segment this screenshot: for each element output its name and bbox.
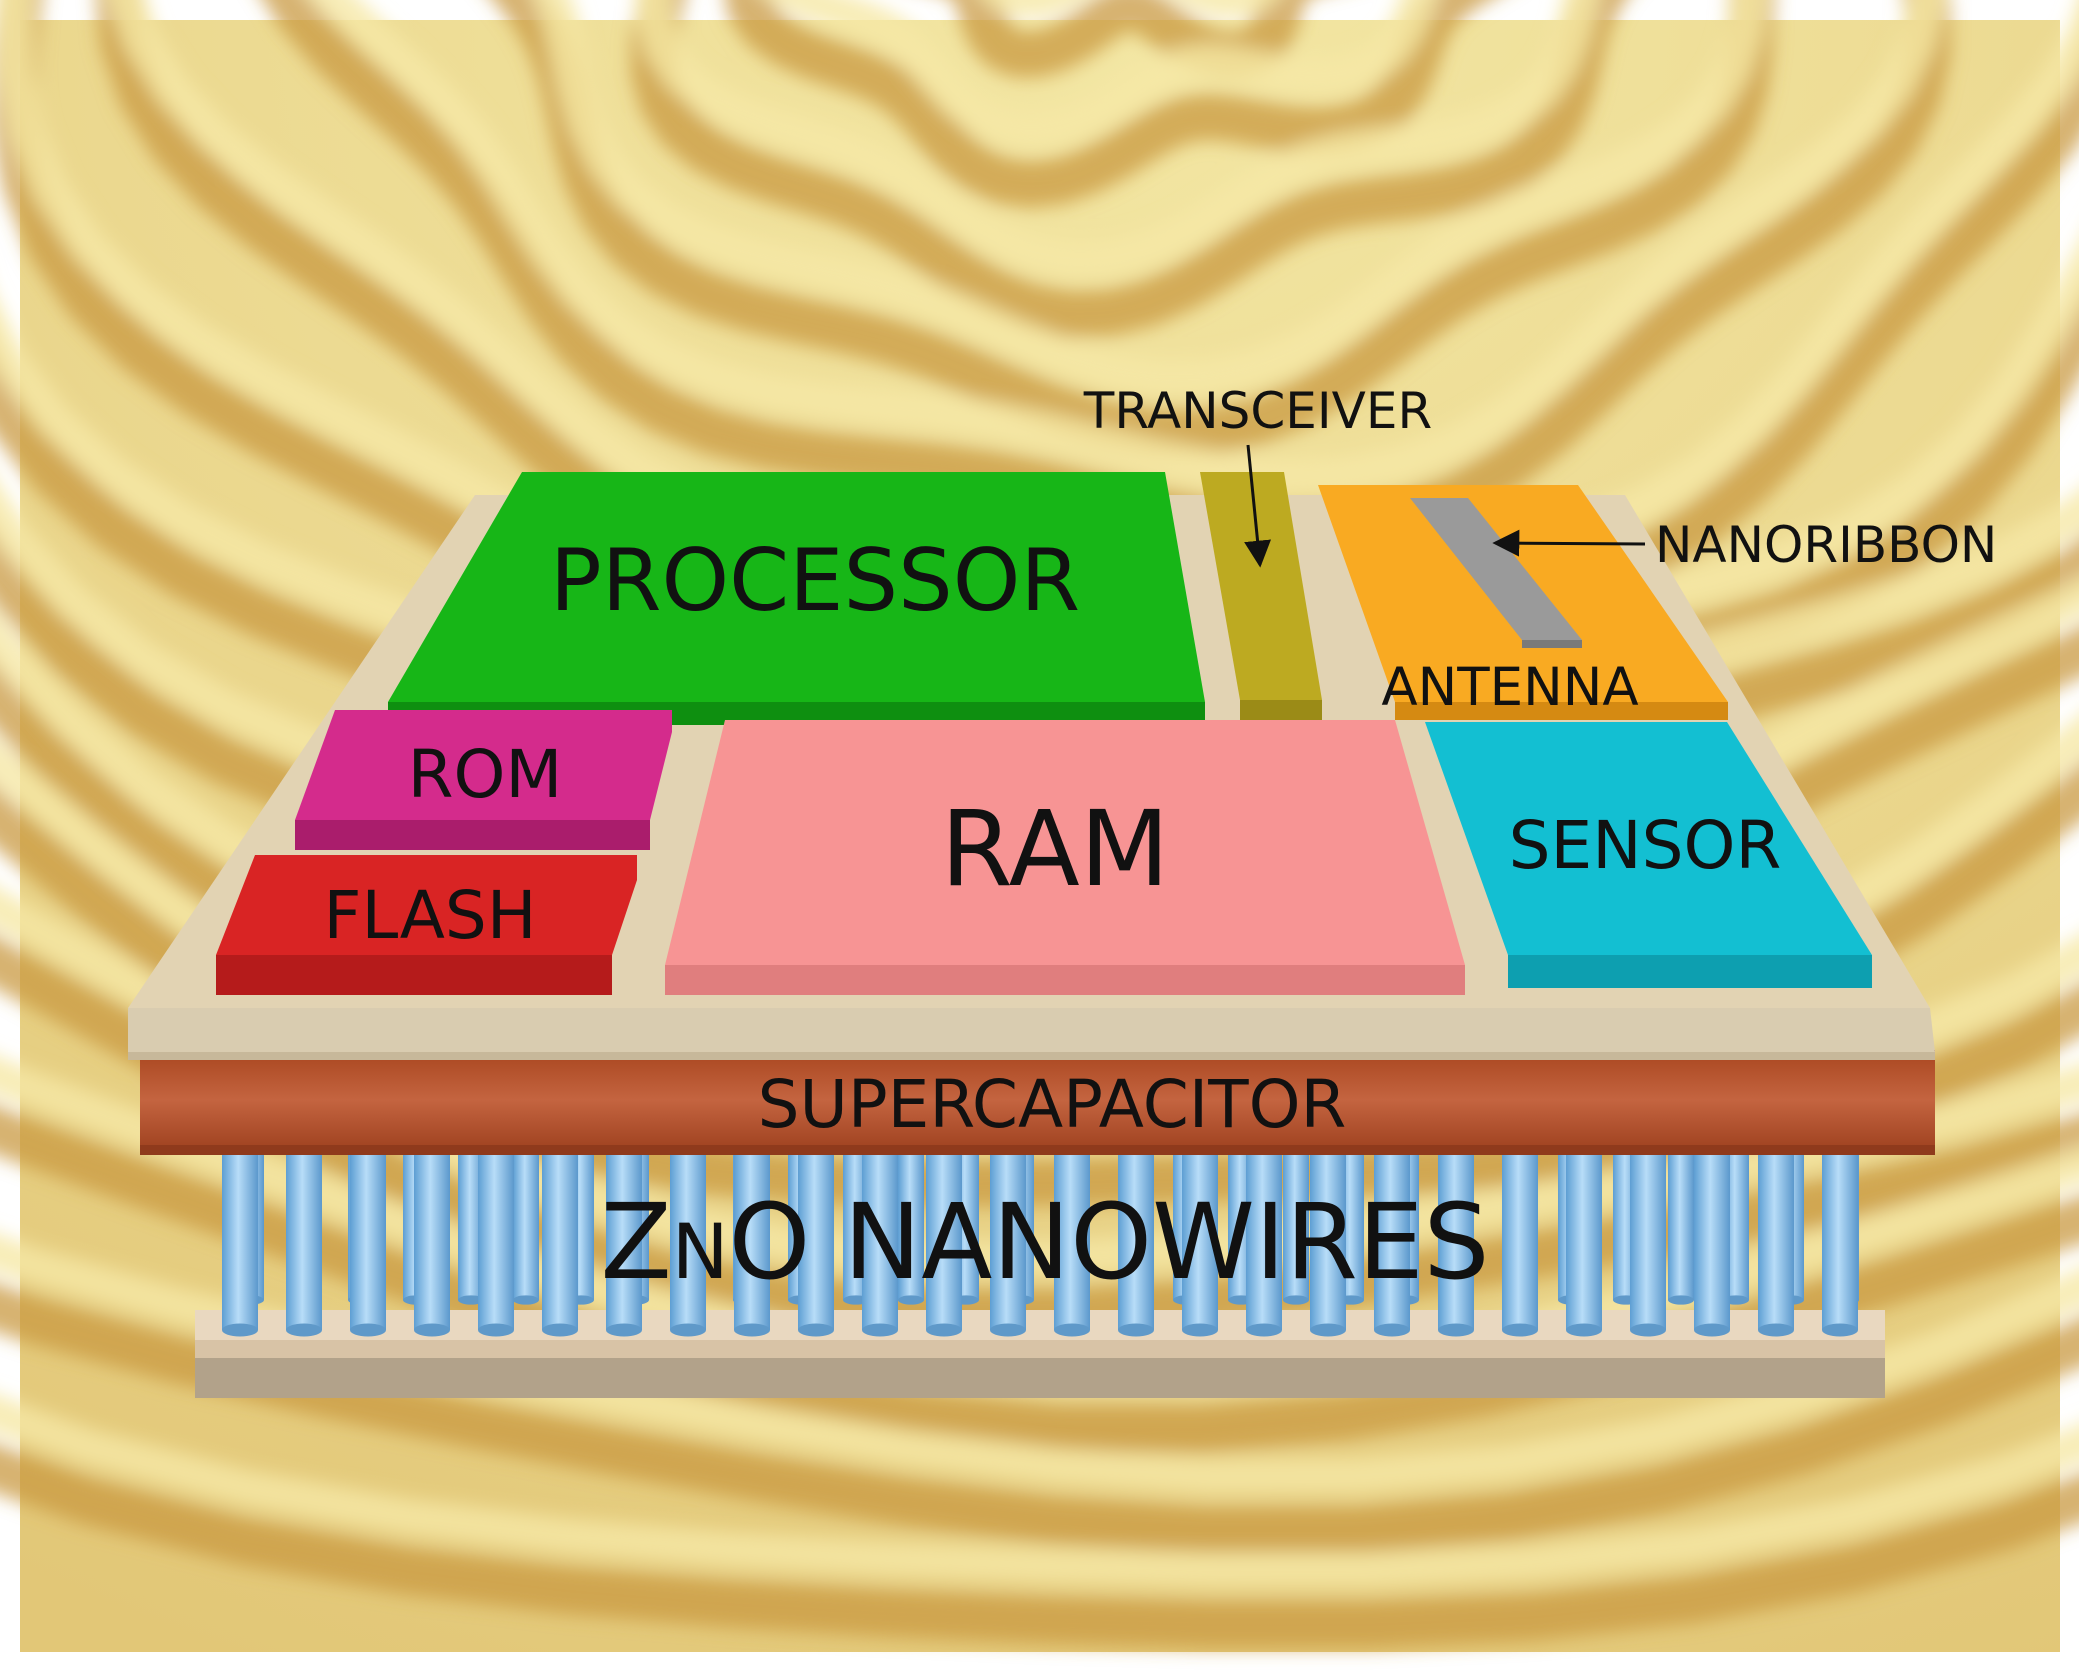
nanowire-front bbox=[1630, 1150, 1666, 1330]
nanowire-front-base bbox=[798, 1324, 834, 1337]
nanowire-front bbox=[1758, 1150, 1794, 1330]
nanowire-front bbox=[222, 1150, 258, 1330]
nanoribbon-label: NANORIBBON bbox=[1655, 516, 1997, 574]
nanowire-front bbox=[1502, 1150, 1538, 1330]
nanowire-front-base bbox=[926, 1324, 962, 1337]
ram-label: RAM bbox=[941, 788, 1170, 910]
nanowire-front-base bbox=[350, 1324, 386, 1337]
transceiver-label: TRANSCEIVER bbox=[1083, 382, 1432, 440]
nanowire-back-base bbox=[513, 1295, 539, 1304]
nanowire-front-base bbox=[1374, 1324, 1410, 1337]
nanowire-back-base bbox=[1668, 1295, 1694, 1304]
nanoribbon-arrow bbox=[1495, 543, 1645, 544]
nanowire-front-base bbox=[1182, 1324, 1218, 1337]
nanowire-front bbox=[478, 1150, 514, 1330]
zno-label-rest: O NANOWIRES bbox=[729, 1181, 1490, 1303]
rom-label: ROM bbox=[408, 736, 563, 813]
nanowire-front-base bbox=[1630, 1324, 1666, 1337]
ram-chip: RAM bbox=[665, 720, 1465, 995]
nanowire-front-base bbox=[1310, 1324, 1346, 1337]
processor-chip: PROCESSOR bbox=[388, 472, 1205, 725]
zno-nanowires-label: ZNO NANOWIRES bbox=[600, 1181, 1489, 1303]
nanowire-front-base bbox=[734, 1324, 770, 1337]
nanowire-front bbox=[542, 1150, 578, 1330]
nanowire-front-base bbox=[1438, 1324, 1474, 1337]
supercapacitor-label: SUPERCAPACITOR bbox=[758, 1066, 1347, 1143]
zno-label-small: N bbox=[672, 1207, 729, 1296]
processor-label: PROCESSOR bbox=[550, 531, 1080, 631]
nanowire-front bbox=[1694, 1150, 1730, 1330]
nanowire-front-base bbox=[670, 1324, 706, 1337]
nanowire-back bbox=[1668, 1150, 1694, 1300]
nanowire-back bbox=[513, 1150, 539, 1300]
nanowire-front-base bbox=[1118, 1324, 1154, 1337]
nanowire-front-base bbox=[1566, 1324, 1602, 1337]
nanowire-front-base bbox=[1502, 1324, 1538, 1337]
nanowire-front-base bbox=[862, 1324, 898, 1337]
nanowire-front-base bbox=[1054, 1324, 1090, 1337]
nanowire-front-base bbox=[414, 1324, 450, 1337]
flash-label: FLASH bbox=[324, 877, 537, 954]
nanowire-front-base bbox=[542, 1324, 578, 1337]
nanowire-front bbox=[1822, 1150, 1858, 1330]
nanowire-front bbox=[414, 1150, 450, 1330]
flash-chip: FLASH bbox=[216, 855, 637, 995]
nanowire-front bbox=[350, 1150, 386, 1330]
nanowire-front-base bbox=[286, 1324, 322, 1337]
nanowire-front-base bbox=[990, 1324, 1026, 1337]
rom-chip: ROM bbox=[295, 710, 672, 850]
nanowire-front-base bbox=[1694, 1324, 1730, 1337]
antenna-label: ANTENNA bbox=[1381, 657, 1638, 718]
nanowire-front bbox=[286, 1150, 322, 1330]
sensor-label: SENSOR bbox=[1509, 807, 1782, 884]
nanowire-front-base bbox=[1246, 1324, 1282, 1337]
nanowire-front bbox=[1566, 1150, 1602, 1330]
nanowire-front-base bbox=[478, 1324, 514, 1337]
nanowire-front-base bbox=[606, 1324, 642, 1337]
zno-label-prefix: Z bbox=[600, 1181, 671, 1303]
nanowire-front-base bbox=[222, 1324, 258, 1337]
nanowire-front-base bbox=[1822, 1324, 1858, 1337]
nanowire-front-base bbox=[1758, 1324, 1794, 1337]
